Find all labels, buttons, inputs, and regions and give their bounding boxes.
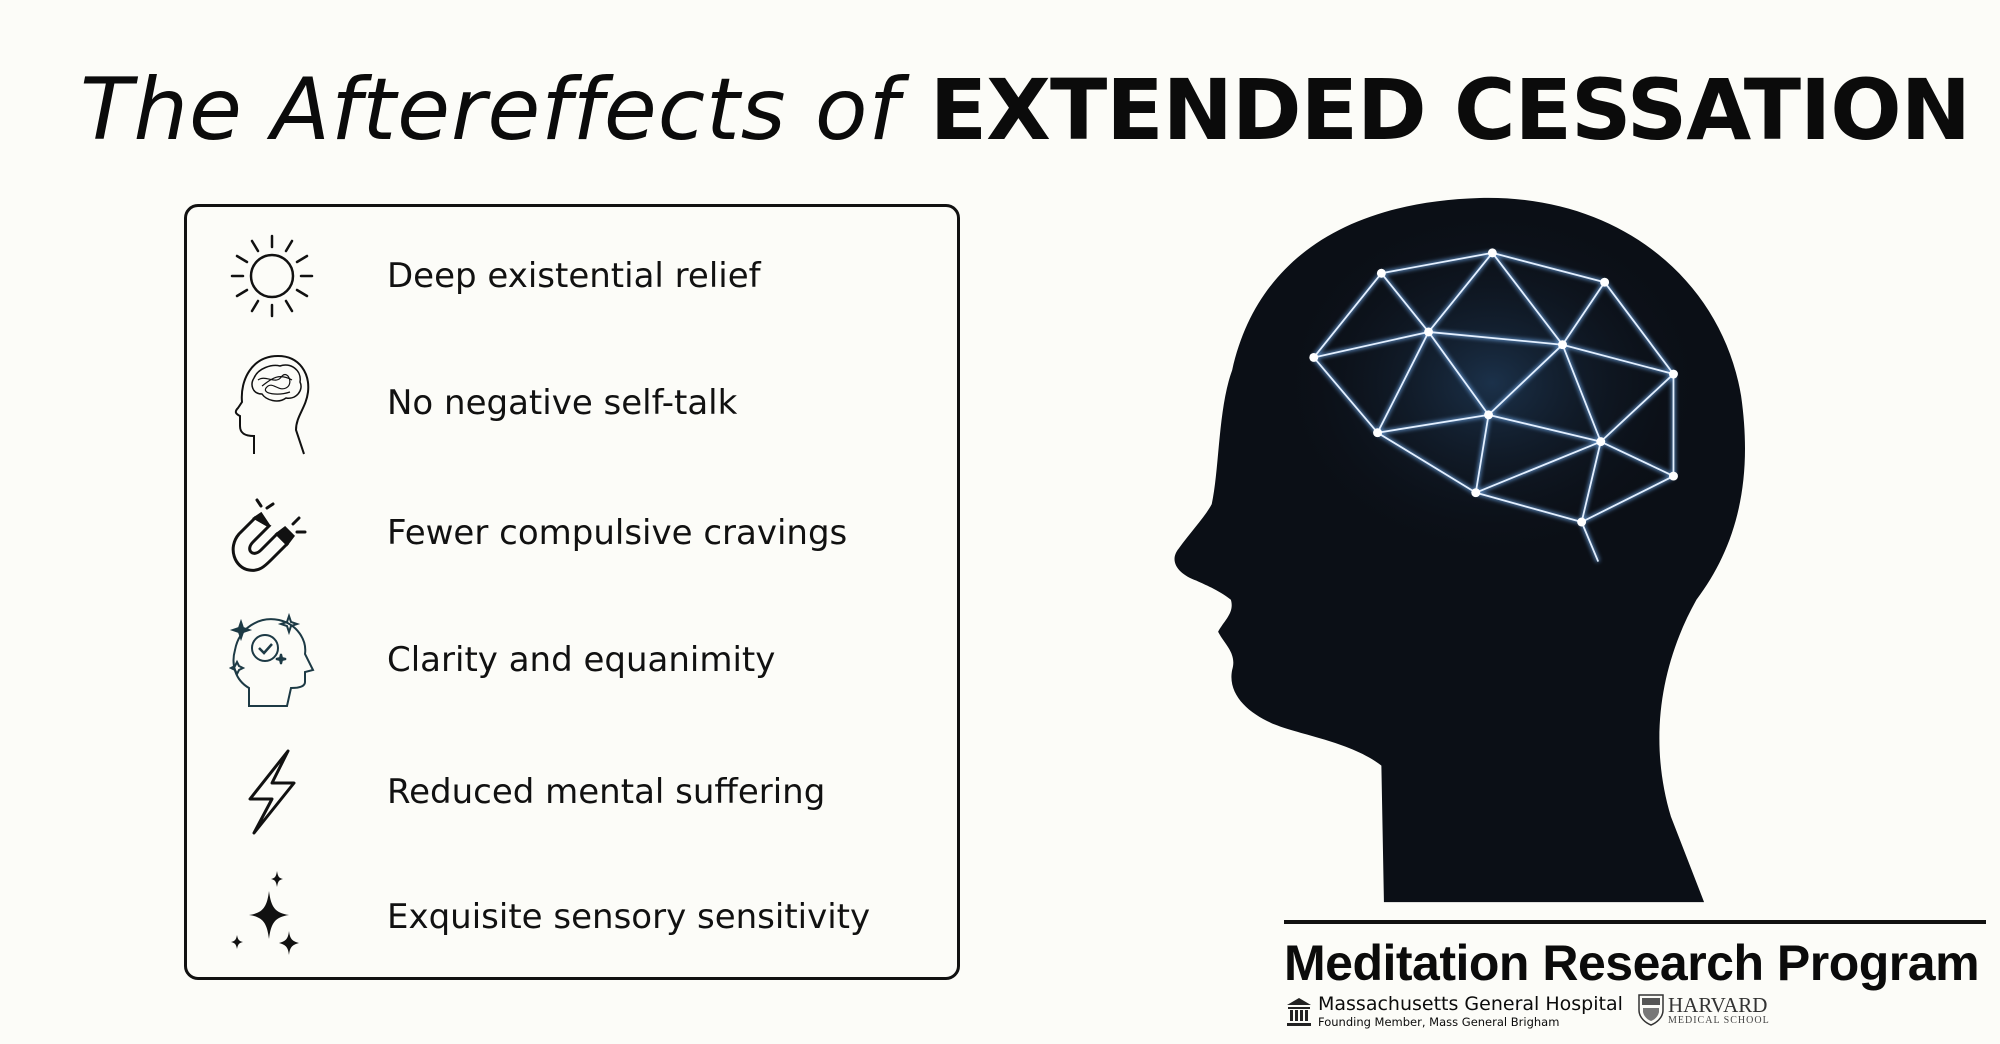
sun-icon	[217, 221, 327, 331]
sparkles-icon	[217, 862, 327, 972]
effect-label: No negative self-talk	[387, 383, 738, 423]
effect-label: Reduced mental suffering	[387, 772, 826, 812]
network-edge	[1475, 491, 1582, 523]
effect-label: Deep existential relief	[387, 256, 761, 296]
lightning-bolt-icon	[217, 737, 327, 847]
network-node	[1600, 277, 1610, 287]
magnet-icon	[217, 478, 327, 588]
network-edge	[1561, 344, 1602, 442]
title-bold: EXTENDED CESSATION	[929, 61, 1971, 159]
network-node	[1669, 369, 1678, 379]
network-edge	[1377, 431, 1477, 494]
network-edge	[1427, 331, 1490, 416]
network-edge	[1492, 252, 1605, 284]
network-edge	[1381, 251, 1493, 275]
network-edge	[1313, 356, 1379, 434]
network-edge	[1580, 521, 1600, 562]
network-edge	[1487, 344, 1564, 416]
list-item: Reduced mental suffering	[187, 737, 957, 847]
network-edge	[1561, 281, 1606, 346]
network-node	[1424, 327, 1434, 337]
network-edge	[1474, 414, 1490, 493]
network-edge	[1491, 252, 1564, 346]
network-edge	[1376, 331, 1430, 434]
effect-label: Clarity and equanimity	[387, 640, 776, 680]
network-node	[1373, 428, 1383, 438]
title-italic: The Aftereffects of	[80, 60, 900, 160]
network-node	[1471, 488, 1481, 498]
network-node	[1669, 471, 1678, 481]
network-edge	[1377, 413, 1489, 434]
network-edge	[1380, 272, 1430, 333]
network-edge	[1603, 281, 1675, 375]
harvard-name: HARVARD	[1668, 992, 1768, 1017]
tangled-thoughts-head-icon	[217, 348, 327, 458]
footer-divider	[1284, 920, 1986, 924]
list-item: Fewer compulsive cravings	[187, 478, 957, 588]
network-node	[1596, 437, 1606, 447]
network-edge	[1428, 331, 1563, 346]
clear-mind-head-icon	[217, 605, 327, 715]
program-name: Meditation Research Program	[1284, 935, 1980, 991]
list-item: Deep existential relief	[187, 221, 957, 331]
mgh-name: Massachusetts General Hospital	[1318, 993, 1623, 1015]
network-edge	[1313, 331, 1429, 359]
network-edge	[1475, 440, 1602, 494]
network-node	[1577, 517, 1587, 527]
mgh-logo: Massachusetts General Hospital Founding …	[1286, 994, 1623, 1029]
effects-list: Deep existential relief No negative self…	[184, 204, 960, 980]
harvard-shield-icon	[1638, 994, 1664, 1026]
network-node	[1484, 410, 1493, 420]
list-item: Clarity and equanimity	[187, 605, 957, 715]
page-title: The Aftereffects of EXTENDED CESSATION	[80, 52, 1971, 165]
mgh-building-icon	[1287, 997, 1311, 1026]
effect-label: Fewer compulsive cravings	[387, 513, 848, 553]
network-edge	[1600, 440, 1674, 477]
harvard-subtitle: MEDICAL SCHOOL	[1668, 1014, 1770, 1026]
effect-label: Exquisite sensory sensitivity	[387, 897, 871, 937]
list-item: No negative self-talk	[187, 348, 957, 458]
network-node	[1376, 268, 1386, 278]
network-edge	[1488, 413, 1601, 443]
mgh-subtitle: Founding Member, Mass General Brigham	[1318, 1015, 1560, 1029]
network-node	[1558, 340, 1567, 350]
network-edge	[1313, 272, 1383, 359]
network-edge	[1600, 373, 1675, 443]
network-edge	[1427, 252, 1494, 333]
network-node	[1487, 248, 1497, 258]
harvard-logo: HARVARD MEDICAL SCHOOL	[1638, 994, 1770, 1026]
network-edge	[1581, 475, 1674, 523]
network-edge	[1580, 441, 1602, 523]
list-item: Exquisite sensory sensitivity	[187, 862, 957, 972]
network-edge	[1562, 343, 1674, 375]
network-node	[1309, 352, 1319, 362]
